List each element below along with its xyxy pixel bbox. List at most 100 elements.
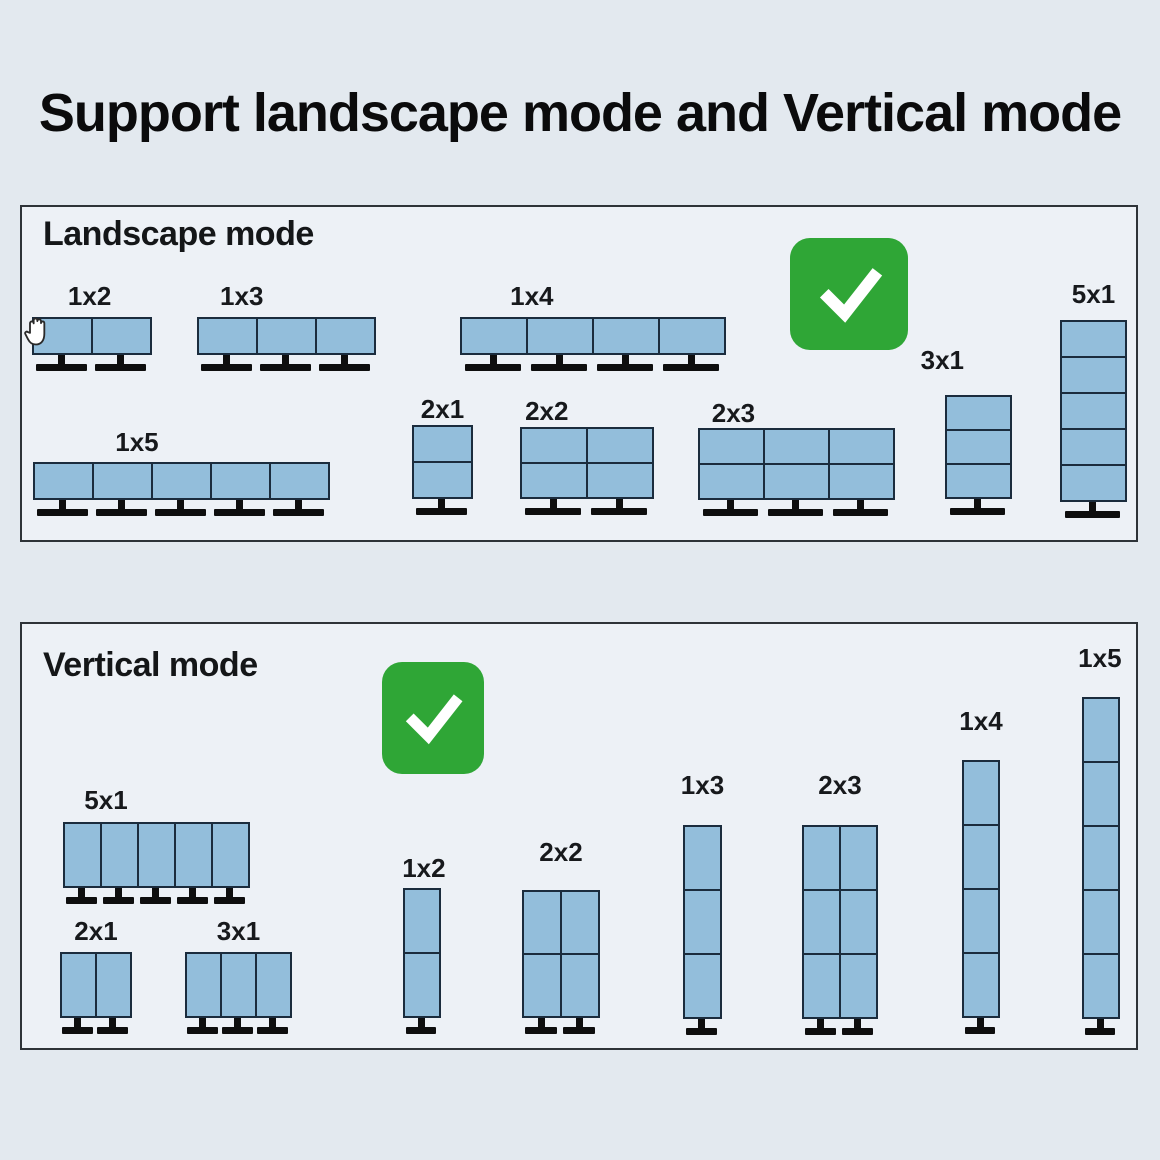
monitor-stand-icon <box>151 500 210 516</box>
monitor-screen <box>462 319 526 353</box>
monitor-screen <box>830 465 893 498</box>
monitor-screen <box>804 891 839 953</box>
config-vertical-3x1: 3x1 <box>185 918 292 1034</box>
monitor-stand-icon <box>763 500 828 516</box>
config-landscape-1x5: 1x5 <box>33 429 330 516</box>
monitor-screen <box>1084 699 1118 761</box>
monitor-screen <box>524 892 560 953</box>
monitor-stand-icon <box>220 1018 255 1034</box>
monitor-stand-icon <box>592 355 658 371</box>
monitor-stand-icon <box>403 1018 439 1034</box>
config-landscape-2x3: 2x3 <box>698 400 895 516</box>
monitor-grid <box>1060 320 1127 502</box>
monitor-stand-icon <box>95 1018 130 1034</box>
monitor-stands <box>460 355 724 371</box>
monitor-stand-icon <box>137 888 174 904</box>
monitor-screen <box>1084 891 1118 953</box>
monitor-screen <box>964 890 998 952</box>
monitor-screen <box>62 954 95 1016</box>
monitor-stand-icon <box>32 355 91 371</box>
monitor-stand-icon <box>315 355 374 371</box>
monitor-grid <box>60 952 132 1018</box>
monitor-screen <box>258 319 315 353</box>
config-vertical-2x2: 2x2 <box>522 839 600 1034</box>
monitor-screen <box>685 955 720 1017</box>
config-label: 1x2 <box>67 281 112 311</box>
config-label: 2x3 <box>818 770 862 800</box>
monitor-grid <box>683 825 722 1019</box>
monitor-screen <box>93 319 150 353</box>
checkmark-icon <box>790 238 908 350</box>
monitor-screen <box>153 464 210 498</box>
monitor-grid <box>962 760 1000 1018</box>
monitor-stands <box>63 888 248 904</box>
config-label: 2x1 <box>420 394 465 424</box>
monitor-stands <box>945 499 1010 515</box>
monitor-stand-icon <box>839 1019 876 1035</box>
monitor-screen <box>685 891 720 953</box>
monitor-stands <box>522 1018 598 1034</box>
config-label: 1x3 <box>220 281 264 311</box>
monitor-stand-icon <box>460 355 526 371</box>
monitor-stand-icon <box>91 355 150 371</box>
monitor-grid <box>698 428 895 500</box>
monitor-grid <box>460 317 726 355</box>
config-label: 1x2 <box>402 853 446 883</box>
config-label: 3x1 <box>216 916 261 946</box>
monitor-screen <box>700 430 763 463</box>
monitor-screen <box>524 955 560 1016</box>
monitor-stands <box>403 1018 439 1034</box>
monitor-screen <box>222 954 255 1016</box>
config-vertical-5x1: 5x1 <box>63 787 250 904</box>
monitor-stand-icon <box>210 500 269 516</box>
monitor-screen <box>594 319 658 353</box>
monitor-stand-icon <box>828 500 893 516</box>
monitor-stand-icon <box>586 499 652 515</box>
monitor-stands <box>33 500 328 516</box>
checkmark-icon <box>382 662 484 774</box>
monitor-stand-icon <box>269 500 328 516</box>
monitor-screen <box>1062 466 1125 500</box>
monitor-screen <box>522 464 586 497</box>
config-vertical-1x2: 1x2 <box>402 855 446 1034</box>
monitor-stand-icon <box>33 500 92 516</box>
monitor-stands <box>698 500 893 516</box>
monitor-grid <box>520 427 654 499</box>
monitor-screen <box>964 826 998 888</box>
config-landscape-1x4: 1x4 <box>460 283 726 371</box>
config-label: 1x5 <box>1078 643 1122 673</box>
monitor-stand-icon <box>522 1018 560 1034</box>
monitor-screen <box>562 892 598 953</box>
monitor-screen <box>139 824 174 886</box>
monitor-screen <box>35 464 92 498</box>
config-label: 1x3 <box>680 770 725 800</box>
monitor-screen <box>588 429 652 462</box>
monitor-grid <box>945 395 1012 499</box>
hand-cursor-icon <box>18 311 58 353</box>
monitor-stands <box>962 1018 998 1034</box>
monitor-screen <box>804 827 839 889</box>
monitor-stands <box>683 1019 720 1035</box>
monitor-stands <box>520 499 652 515</box>
monitor-stand-icon <box>1082 1019 1118 1035</box>
monitor-screen <box>94 464 151 498</box>
monitor-stands <box>60 1018 130 1034</box>
monitor-stand-icon <box>683 1019 720 1035</box>
config-label: 1x4 <box>959 706 1003 736</box>
monitor-stand-icon <box>256 355 315 371</box>
monitor-screen <box>65 824 100 886</box>
page-title: Support landscape mode and Vertical mode <box>38 83 1122 143</box>
monitor-stands <box>32 355 150 371</box>
config-landscape-1x3: 1x3 <box>197 283 376 371</box>
monitor-stand-icon <box>255 1018 290 1034</box>
monitor-stand-icon <box>174 888 211 904</box>
monitor-grid <box>32 317 152 355</box>
monitor-stand-icon <box>1060 502 1125 518</box>
monitor-stand-icon <box>962 1018 998 1034</box>
config-label: 5x1 <box>1071 279 1116 309</box>
monitor-screen <box>213 824 248 886</box>
config-landscape-2x2: 2x2 <box>520 398 654 515</box>
config-label: 2x1 <box>74 916 118 946</box>
monitor-screen <box>522 429 586 462</box>
monitor-screen <box>562 955 598 1016</box>
